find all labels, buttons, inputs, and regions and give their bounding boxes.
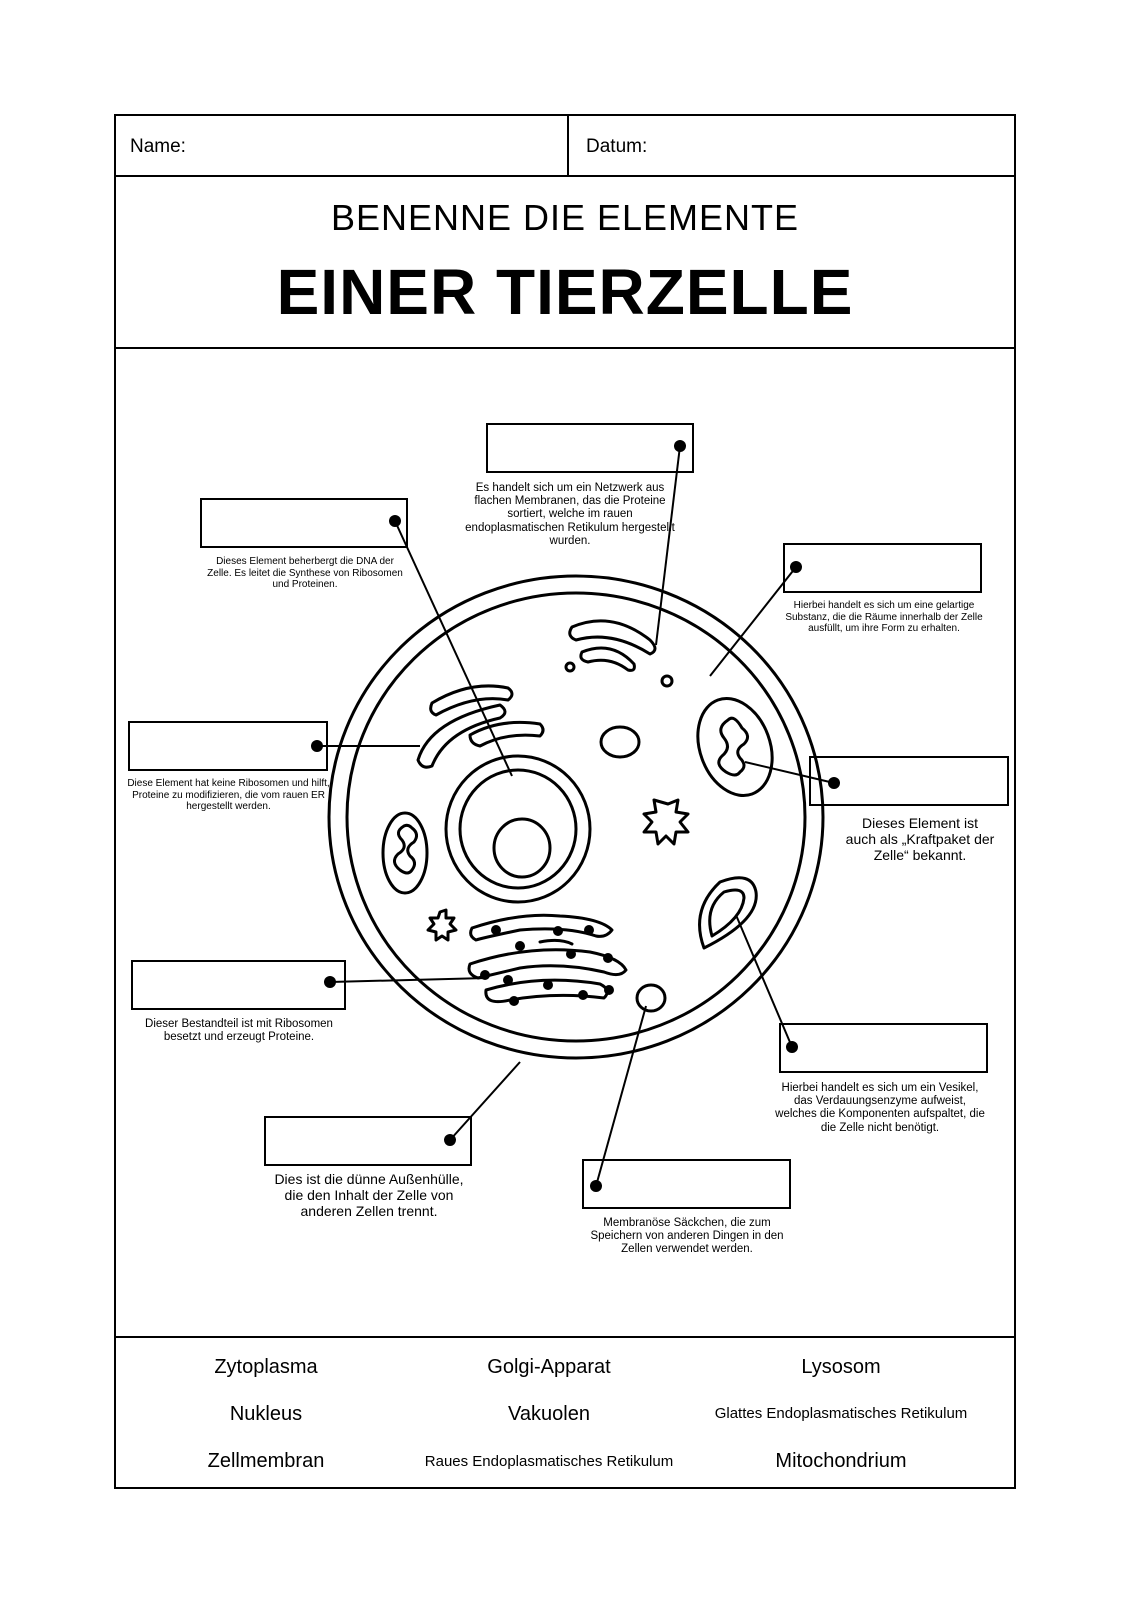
description-golgi: Es handelt sich um ein Netzwerk aus flac… bbox=[465, 482, 675, 547]
answer-box-lysosome bbox=[779, 1023, 988, 1073]
answer-box-smooth-er bbox=[128, 721, 328, 771]
leader-rough-er bbox=[329, 977, 488, 983]
answer-box-membrane bbox=[264, 1116, 472, 1166]
centrosome bbox=[642, 798, 690, 846]
word-bank-term: Zellmembran bbox=[207, 1450, 325, 1472]
word-bank-term: Zytoplasma bbox=[214, 1356, 318, 1378]
description-smooth-er: Diese Element hat keine Ribosomen und hi… bbox=[127, 778, 330, 812]
smooth-er bbox=[429, 684, 514, 717]
ribosome bbox=[584, 925, 594, 935]
description-nucleus: Dieses Element beherbergt die DNA der Ze… bbox=[207, 556, 403, 590]
description-cytoplasm: Hierbei handelt es sich um eine gelartig… bbox=[785, 600, 983, 634]
ribosome bbox=[603, 953, 613, 963]
answer-box-mitochondrion bbox=[809, 756, 1009, 806]
vacuole bbox=[635, 983, 667, 1013]
word-bank-term: Nukleus bbox=[229, 1403, 303, 1425]
leader-golgi bbox=[655, 445, 681, 646]
ribosome bbox=[543, 980, 553, 990]
description-vacuole: Membranöse Säckchen, die zum Speichern v… bbox=[590, 1217, 784, 1256]
leader-nucleus bbox=[394, 520, 513, 777]
word-bank-term: Lysosom bbox=[801, 1356, 881, 1378]
mitochondrion-cristae bbox=[393, 823, 419, 875]
worksheet: Name: Datum: BENENNE DIE ELEMENTE EINER … bbox=[114, 114, 1016, 1489]
nucleolus bbox=[492, 817, 552, 879]
leader-dot bbox=[674, 440, 686, 452]
mitochondrion bbox=[381, 811, 429, 895]
golgi-vesicle bbox=[564, 661, 576, 673]
ribosome bbox=[503, 975, 513, 985]
ribosome bbox=[566, 949, 576, 959]
description-mitochondrion: Dieses Element ist auch als „Kraftpaket … bbox=[845, 815, 995, 864]
word-bank-term: Mitochondrium bbox=[775, 1450, 907, 1472]
word-bank-term: Raues Endoplasmatisches Retikulum bbox=[424, 1453, 674, 1470]
leader-dot bbox=[590, 1180, 602, 1192]
rough-er bbox=[484, 978, 609, 1004]
leader-dot bbox=[444, 1134, 456, 1146]
leader-dot bbox=[324, 976, 336, 988]
ribosome bbox=[515, 941, 525, 951]
ribosome bbox=[491, 925, 501, 935]
answer-box-vacuole bbox=[582, 1159, 791, 1209]
lysosome bbox=[698, 876, 758, 950]
page-subtitle: BENENNE DIE ELEMENTE bbox=[330, 197, 800, 238]
smooth-er bbox=[416, 703, 507, 769]
page-title: EINER TIERZELLE bbox=[276, 256, 854, 328]
vacuole bbox=[599, 725, 641, 759]
leader-dot bbox=[389, 515, 401, 527]
leader-dot bbox=[828, 777, 840, 789]
nucleus-outer bbox=[444, 754, 592, 904]
centrosome bbox=[426, 908, 458, 942]
lysosome-inner bbox=[708, 888, 746, 938]
date-label: Datum: bbox=[586, 136, 648, 157]
leader-cytoplasm bbox=[709, 566, 797, 677]
answer-box-nucleus bbox=[200, 498, 408, 548]
header-divider bbox=[567, 116, 569, 175]
golgi-vesicle bbox=[660, 674, 674, 688]
ribosome bbox=[553, 926, 563, 936]
title-box: BENENNE DIE ELEMENTE EINER TIERZELLE bbox=[116, 175, 1014, 349]
word-bank: Zytoplasma Golgi-Apparat Lysosom Nukleus… bbox=[116, 1336, 1014, 1489]
rough-er bbox=[467, 948, 628, 980]
leader-dot bbox=[311, 740, 323, 752]
leader-dot bbox=[786, 1041, 798, 1053]
golgi-apparatus bbox=[579, 646, 636, 672]
leader-vacuole bbox=[595, 1005, 647, 1187]
mitochondrion-cristae bbox=[717, 716, 749, 777]
ribosome bbox=[604, 985, 614, 995]
smooth-er bbox=[468, 720, 545, 748]
mitochondrion bbox=[696, 697, 774, 797]
cell-membrane-inner bbox=[345, 591, 807, 1043]
word-bank-term: Vakuolen bbox=[508, 1403, 590, 1425]
answer-box-golgi bbox=[486, 423, 694, 473]
word-bank-term: Glattes Endoplasmatisches Retikulum bbox=[714, 1405, 968, 1422]
nucleus-inner bbox=[458, 768, 578, 890]
answer-box-rough-er bbox=[131, 960, 346, 1010]
ribosome bbox=[578, 990, 588, 1000]
leader-mitochondrion bbox=[744, 761, 835, 784]
description-rough-er: Dieser Bestandteil ist mit Ribosomen bes… bbox=[145, 1018, 333, 1044]
name-label: Name: bbox=[130, 136, 186, 157]
rough-er bbox=[469, 913, 614, 942]
description-lysosome: Hierbei handelt es sich um ein Vesikel, … bbox=[775, 1082, 985, 1134]
leader-membrane bbox=[449, 1061, 521, 1141]
leader-dot bbox=[790, 561, 802, 573]
cell-membrane-outer bbox=[327, 574, 825, 1060]
rough-er bbox=[538, 938, 574, 946]
leader-lysosome bbox=[735, 914, 793, 1048]
header-row: Name: Datum: bbox=[116, 116, 1014, 177]
ribosome bbox=[509, 996, 519, 1006]
ribosomes bbox=[480, 925, 614, 1006]
word-bank-term: Golgi-Apparat bbox=[487, 1356, 611, 1378]
golgi-apparatus bbox=[568, 619, 657, 656]
description-membrane: Dies ist die dünne Außenhülle, die den I… bbox=[274, 1171, 464, 1220]
answer-box-cytoplasm bbox=[783, 543, 982, 593]
